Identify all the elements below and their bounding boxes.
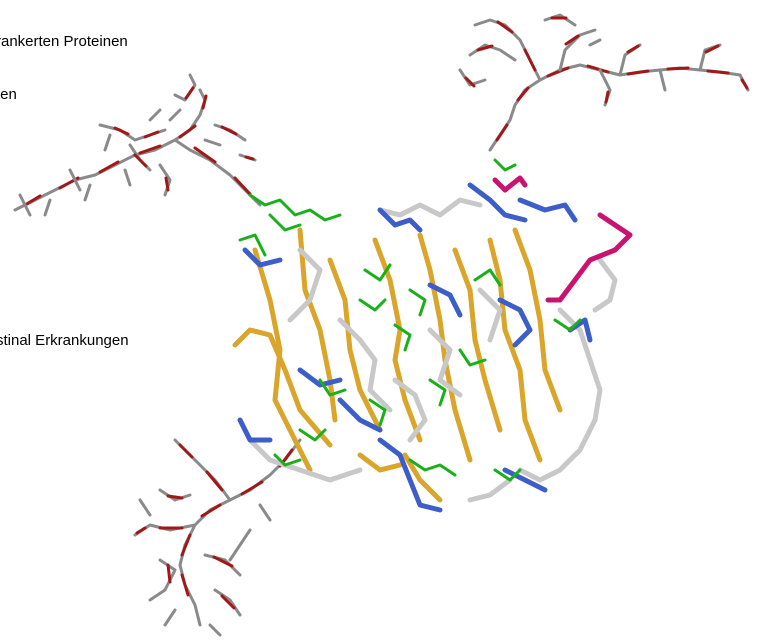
caption-fragment-2: ten — [0, 86, 17, 103]
caption-fragment-1: rankerten Proteinen — [0, 33, 128, 50]
caption-fragment-3: stinal Erkrankungen — [0, 332, 129, 349]
glycan-bottom-left — [133, 438, 302, 637]
protein-segment-magenta — [492, 175, 633, 303]
protein-backbone-gold — [232, 227, 563, 503]
glycan-chains — [13, 13, 750, 637]
glycan-top-right — [458, 13, 750, 152]
protein-backbone-gray — [247, 197, 618, 503]
protein-sidechains-green — [238, 158, 582, 482]
glycan-top-left — [13, 73, 262, 217]
protein-backbone-blue — [237, 182, 593, 513]
